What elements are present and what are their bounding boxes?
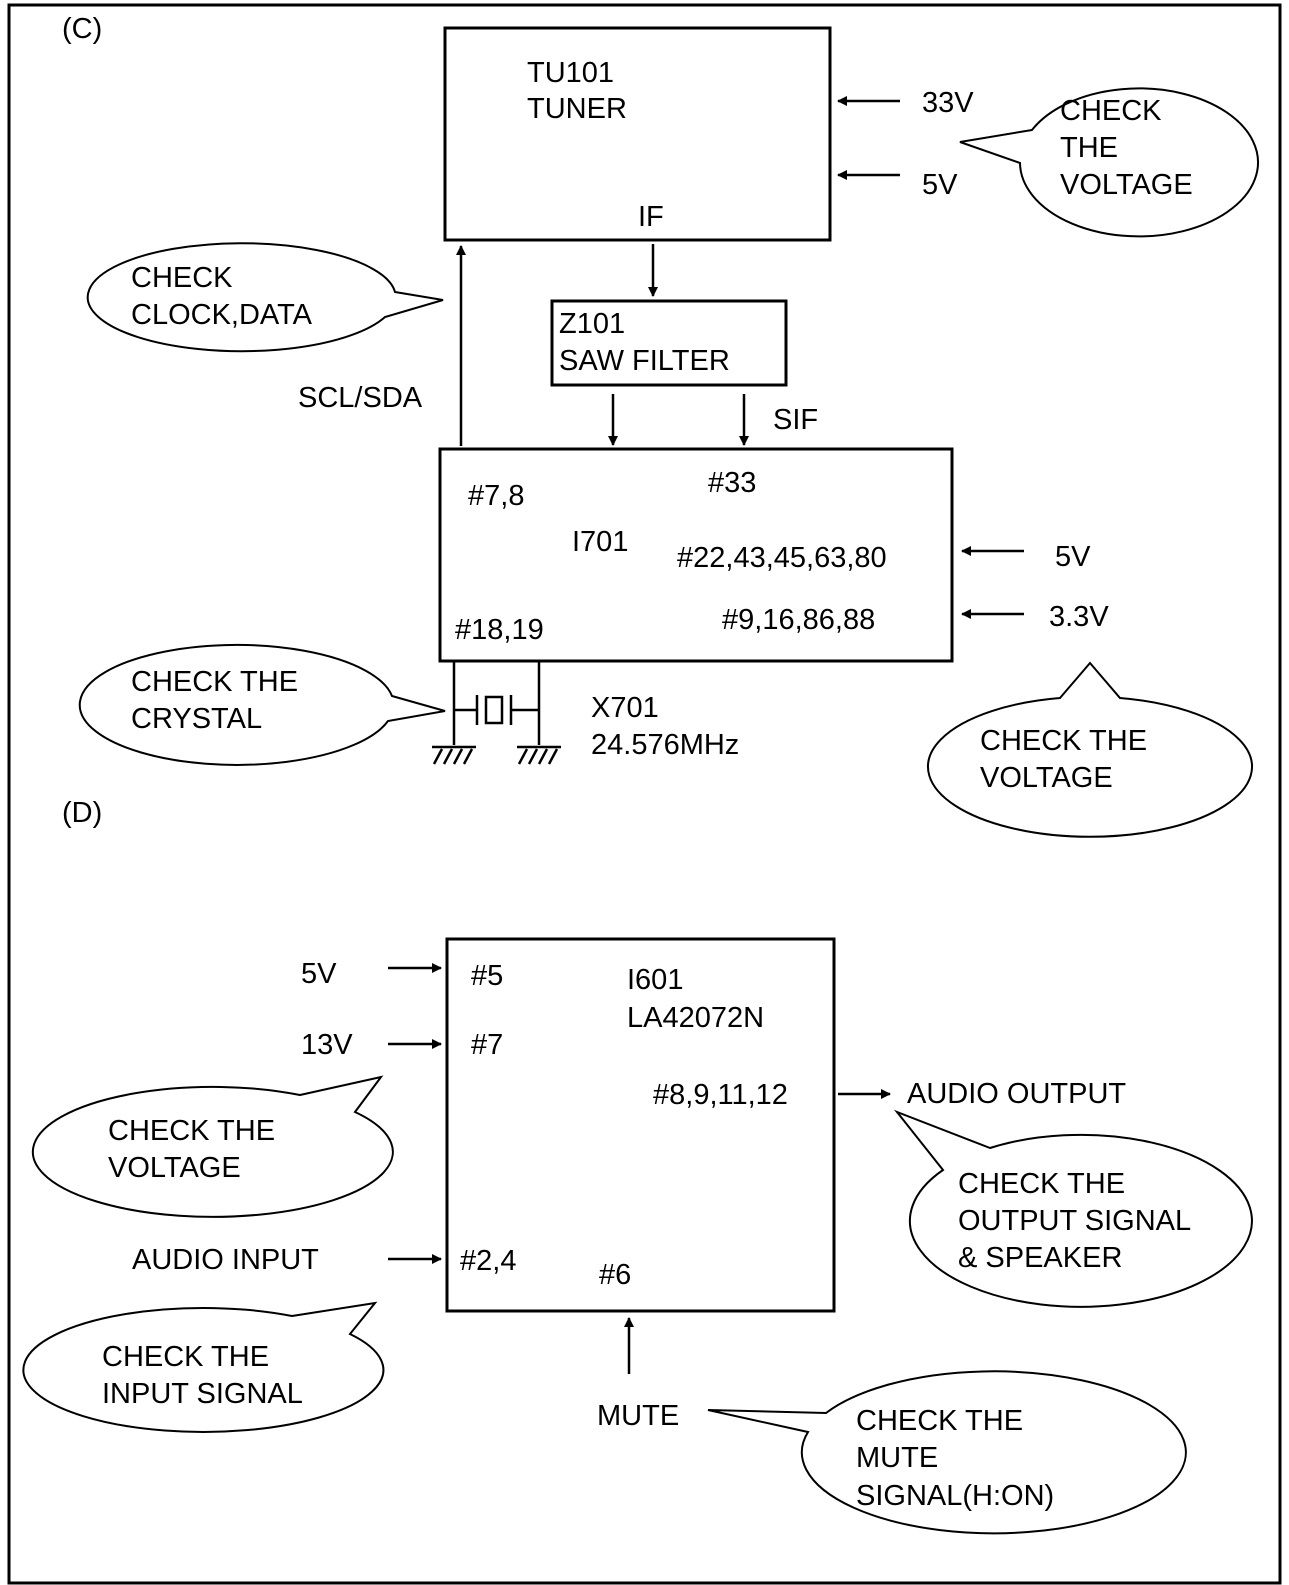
- sif-label: SIF: [773, 404, 818, 436]
- mute-label: MUTE: [597, 1400, 679, 1432]
- i601-box: [445, 937, 836, 1313]
- i701-callout-line1: CHECK THE: [980, 725, 1147, 757]
- tuner-box: [443, 26, 832, 242]
- amp-voltage-callout-line2: VOLTAGE: [108, 1152, 241, 1184]
- output-signal-callout: [893, 1109, 1253, 1308]
- i601-part: LA42072N: [627, 1002, 764, 1034]
- i601-pin-2-4: #2,4: [460, 1245, 516, 1277]
- input-callout-line1: CHECK THE: [102, 1341, 269, 1373]
- amp-voltage-callout-line1: CHECK THE: [108, 1115, 275, 1147]
- page-frame: [7, 3, 1282, 1585]
- tuner-33v-label: 33V: [922, 87, 974, 119]
- i601-pin-5: #5: [471, 960, 503, 992]
- crystal-freq: 24.576MHz: [591, 729, 739, 761]
- saw-ref: Z101: [559, 308, 625, 340]
- input-13v-label: 13V: [301, 1029, 353, 1061]
- mute-callout-line2: MUTE: [856, 1442, 938, 1474]
- input-5v-label: 5V: [301, 958, 337, 990]
- tuner-5v-label: 5V: [922, 169, 958, 201]
- ground-left-icon: [432, 745, 476, 765]
- tuner-callout-line3: VOLTAGE: [1060, 169, 1193, 201]
- i701-pin-7-8: #7,8: [468, 480, 524, 512]
- i601-pins-out: #8,9,11,12: [653, 1079, 788, 1111]
- i601-ref: I601: [627, 964, 683, 996]
- output-callout-line2: OUTPUT SIGNAL: [958, 1205, 1191, 1237]
- i701-voltage-callout: [927, 661, 1253, 838]
- ground-right-icon: [517, 745, 561, 765]
- tuner-voltage-callout: [959, 87, 1259, 238]
- i601-pin-7: #7: [471, 1029, 503, 1061]
- tuner-ref: TU101: [527, 57, 614, 89]
- tuner-if-label: IF: [638, 201, 664, 233]
- saw-name: SAW FILTER: [559, 345, 730, 377]
- input-signal-callout: [22, 1301, 385, 1433]
- tuner-name: TUNER: [527, 93, 627, 125]
- saw-filter-box: [550, 299, 788, 387]
- crystal-symbol: [452, 661, 541, 745]
- i701-3v3-label: 3.3V: [1049, 601, 1109, 633]
- section-c-label: (C): [62, 13, 102, 45]
- i701-pin-33: #33: [708, 467, 756, 499]
- mute-callout-line1: CHECK THE: [856, 1405, 1023, 1437]
- output-callout-line3: & SPEAKER: [958, 1242, 1122, 1274]
- input-callout-line2: INPUT SIGNAL: [102, 1378, 303, 1410]
- mute-callout-line3: SIGNAL(H:ON): [856, 1480, 1054, 1512]
- clock-data-callout: [86, 242, 444, 353]
- tuner-callout-line1: CHECK: [1060, 95, 1162, 127]
- output-callout-line1: CHECK THE: [958, 1168, 1125, 1200]
- bus-callout-line1: CHECK: [131, 262, 233, 294]
- scl-sda-label: SCL/SDA: [298, 382, 423, 414]
- i701-pins-3v3: #9,16,86,88: [722, 604, 875, 636]
- i701-box: [438, 447, 954, 663]
- i701-ref: I701: [572, 526, 628, 558]
- i701-callout-line2: VOLTAGE: [980, 762, 1113, 794]
- mute-callout: [707, 1370, 1187, 1535]
- i701-5v-label: 5V: [1055, 541, 1091, 573]
- crystal-callout-line2: CRYSTAL: [131, 703, 262, 735]
- i601-pin-6: #6: [599, 1259, 631, 1291]
- bus-callout-line2: CLOCK,DATA: [131, 299, 313, 331]
- tuner-callout-line2: THE: [1060, 132, 1118, 164]
- section-d-label: (D): [62, 797, 102, 829]
- crystal-callout: [78, 643, 446, 766]
- audio-output-label: AUDIO OUTPUT: [907, 1078, 1126, 1110]
- amp-voltage-callout: [31, 1075, 394, 1218]
- i701-pins-5v: #22,43,45,63,80: [677, 542, 887, 574]
- i701-pin-18-19: #18,19: [455, 614, 544, 646]
- audio-input-label: AUDIO INPUT: [132, 1244, 319, 1276]
- crystal-callout-line1: CHECK THE: [131, 666, 298, 698]
- crystal-ref: X701: [591, 692, 659, 724]
